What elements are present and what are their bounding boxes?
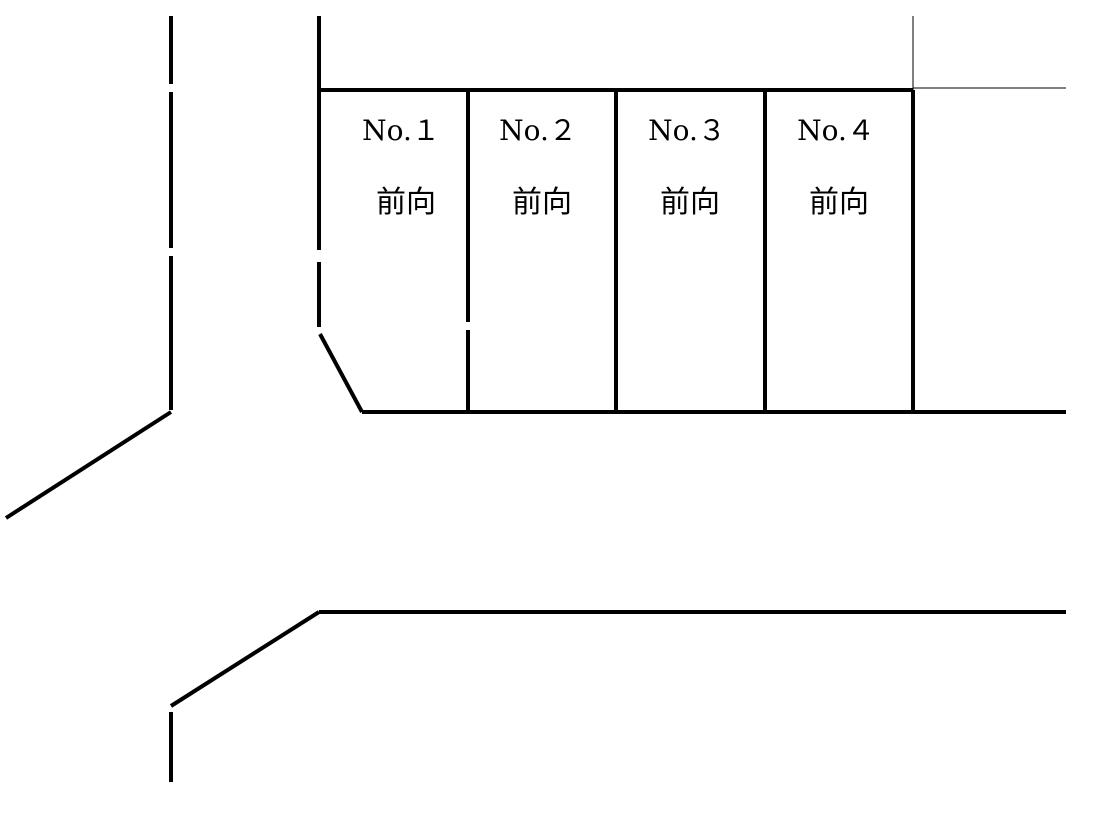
space-number: No.１ <box>362 114 440 147</box>
lower-left-road-edge <box>169 610 321 782</box>
space-orientation: 前向 <box>809 185 869 220</box>
space-dividers <box>466 90 915 412</box>
space-orientation: 前向 <box>512 185 572 220</box>
space-number: No.４ <box>797 114 875 147</box>
parking-space-3: No.３ 前向 <box>648 114 726 220</box>
left-road-edge <box>4 16 173 520</box>
parking-space-4: No.４ 前向 <box>797 114 875 220</box>
parking-space-1: No.１ 前向 <box>362 114 440 220</box>
space-number: No.３ <box>648 114 726 147</box>
space-orientation: 前向 <box>376 185 436 220</box>
space-number: No.２ <box>499 114 577 147</box>
parking-space-2: No.２ 前向 <box>499 114 577 220</box>
space-orientation: 前向 <box>660 185 720 220</box>
